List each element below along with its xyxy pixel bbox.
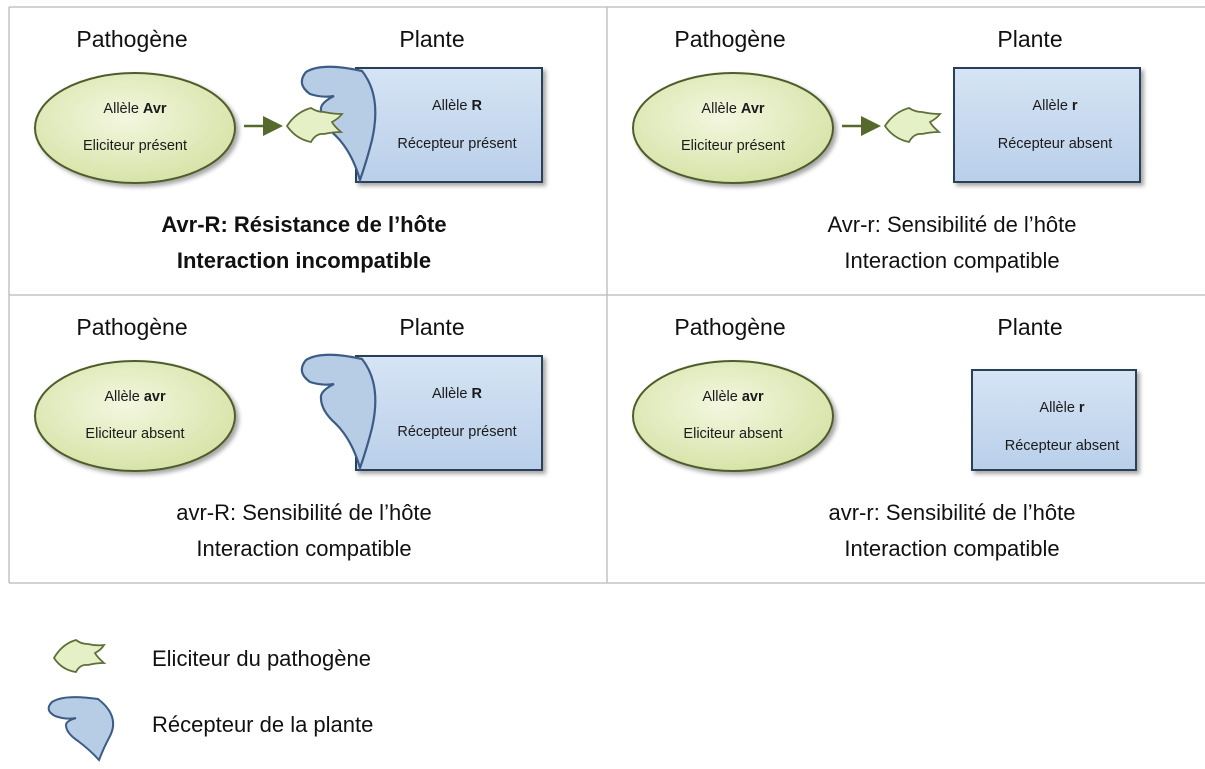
pathogen-state: Eliciteur présent [83,138,187,154]
plant-box [971,369,1137,471]
receptor-shape [300,353,377,472]
pathogen-ellipse [34,360,236,472]
plant-header: Plante [997,26,1062,52]
elicitor-shape [883,107,942,144]
pathogen-ellipse [632,360,834,472]
plant-state: Récepteur présent [397,136,516,152]
plant-allele: Allèle r [1039,400,1085,416]
legend-elicitor-label: Eliciteur du pathogène [152,646,371,671]
legend: Eliciteur du pathogène Récepteur de la p… [47,639,373,762]
elicitor-shape [285,107,344,144]
pathogen-allele: Allèle avr [702,389,764,405]
plant-header: Plante [997,314,1062,340]
grid-frame [8,6,1205,584]
pathogen-ellipse [34,72,236,184]
plant-box [355,67,543,183]
pathogen-state: Eliciteur présent [681,138,785,154]
pathogen-header: Pathogène [674,314,785,340]
legend-elicitor-icon [52,639,107,673]
caption-line-2: Interaction incompatible [177,248,431,273]
pathogen-header: Pathogène [76,314,187,340]
caption-line-1: Avr-r: Sensibilité de l’hôte [827,212,1076,237]
pathogen-allele: Allèle Avr [103,101,166,117]
plant-header: Plante [399,26,464,52]
caption-line-2: Interaction compatible [844,248,1059,273]
plant-header: Plante [399,314,464,340]
pathogen-ellipse [632,72,834,184]
pathogen-allele: Allèle Avr [701,101,764,117]
plant-state: Récepteur absent [998,136,1112,152]
caption-line-1: Avr-R: Résistance de l’hôte [161,212,446,237]
legend-receptor-icon [47,696,114,762]
receptor-shape [300,65,377,184]
plant-allele: Allèle r [1032,98,1078,114]
plant-state: Récepteur absent [1005,438,1119,454]
caption-line-1: avr-R: Sensibilité de l’hôte [176,500,432,525]
caption-line-2: Interaction compatible [196,536,411,561]
pathogen-state: Eliciteur absent [683,426,782,442]
plant-allele: Allèle R [432,386,483,402]
plant-box [355,355,543,471]
pathogen-header: Pathogène [674,26,785,52]
caption-line-1: avr-r: Sensibilité de l’hôte [828,500,1075,525]
legend-receptor-label: Récepteur de la plante [152,712,373,737]
pathogen-allele: Allèle avr [104,389,166,405]
pathogen-header: Pathogène [76,26,187,52]
plant-state: Récepteur présent [397,424,516,440]
plant-allele: Allèle R [432,98,483,114]
caption-line-2: Interaction compatible [844,536,1059,561]
plant-box [953,67,1141,183]
pathogen-state: Eliciteur absent [85,426,184,442]
